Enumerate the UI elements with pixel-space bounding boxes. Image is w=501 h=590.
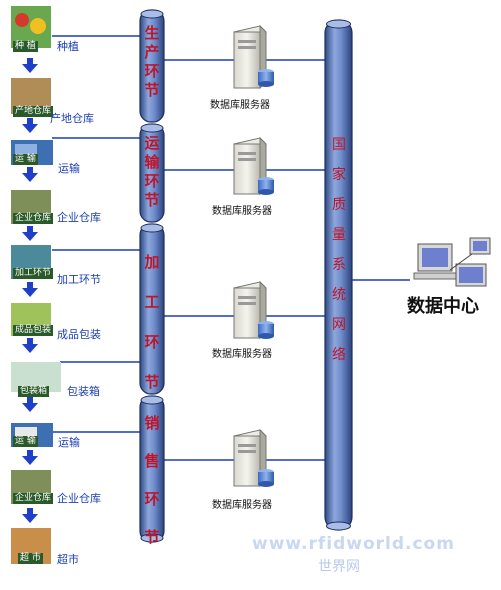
stage-caption: 种 植 — [13, 41, 38, 52]
truck-icon — [15, 144, 37, 156]
pipe-cap — [140, 9, 164, 19]
stage-label: 包装箱 — [67, 385, 100, 398]
pipe-cap — [140, 223, 164, 233]
stage-caption: 企业仓库 — [13, 493, 54, 504]
pipe-label-production: 生产环节 — [144, 24, 160, 99]
database-server-icon — [233, 428, 274, 488]
data-center-label: 数据中心 — [407, 296, 479, 317]
down-arrow-icon — [22, 58, 38, 73]
pipe-cap — [326, 19, 351, 29]
server-label: 数据库服务器 — [210, 100, 270, 111]
stage-label: 加工环节 — [57, 273, 101, 286]
stage-caption: 运 输 — [13, 154, 38, 165]
vegetable-icon — [30, 18, 46, 34]
stage-label: 成品包装 — [57, 328, 101, 341]
flow-arrows — [22, 58, 38, 523]
pipe-label-sales: 销售环节 — [144, 414, 160, 546]
database-server-icon — [233, 24, 274, 90]
server-label: 数据库服务器 — [212, 349, 272, 360]
pipe-cap — [326, 521, 351, 531]
data-center-icon — [413, 237, 491, 287]
watermark-text: 世界网 — [318, 559, 360, 575]
stage-caption: 企业仓库 — [13, 213, 54, 224]
server-icons — [233, 24, 274, 488]
stage-label: 运输 — [58, 162, 80, 175]
pipe-label-processing: 加工环节 — [144, 253, 160, 391]
server-label: 数据库服务器 — [212, 206, 272, 217]
stage-caption: 包装箱 — [18, 386, 50, 397]
pipe-cap — [140, 123, 164, 133]
pipe-cap — [140, 533, 164, 543]
database-server-icon — [233, 280, 274, 340]
watermark-url: www.rfidworld.com — [252, 534, 455, 554]
stage-caption: 产地仓库 — [13, 106, 54, 117]
stage-label: 运输 — [58, 436, 80, 449]
stage-caption: 成品包装 — [13, 325, 54, 336]
down-arrow-icon — [22, 167, 38, 182]
stage-label: 产地仓库 — [50, 112, 94, 125]
stage-label: 企业仓库 — [57, 492, 101, 505]
stage-caption: 超 市 — [18, 553, 43, 564]
pipe-label-transport: 运输环节 — [144, 134, 160, 209]
stage-caption: 运 输 — [13, 436, 38, 447]
stage-photos — [11, 6, 61, 564]
stage-label: 超市 — [57, 553, 79, 566]
down-arrow-icon — [22, 282, 38, 297]
server-label: 数据库服务器 — [212, 500, 272, 511]
stage-connectors — [52, 35, 142, 433]
down-arrow-icon — [22, 508, 38, 523]
down-arrow-icon — [22, 338, 38, 353]
vegetable-icon — [15, 13, 29, 27]
database-server-icon — [233, 136, 274, 196]
stage-pipes — [139, 9, 165, 543]
network-label: 国家质量系统网络 — [332, 137, 346, 363]
down-arrow-icon — [22, 450, 38, 465]
stage-caption: 加工环节 — [13, 268, 54, 279]
down-arrow-icon — [22, 118, 38, 133]
stage-label: 企业仓库 — [57, 211, 101, 224]
pipe-cap — [140, 395, 164, 405]
server-connectors — [162, 59, 410, 461]
down-arrow-icon — [22, 226, 38, 241]
stage-label: 种植 — [57, 40, 79, 53]
down-arrow-icon — [22, 397, 38, 412]
